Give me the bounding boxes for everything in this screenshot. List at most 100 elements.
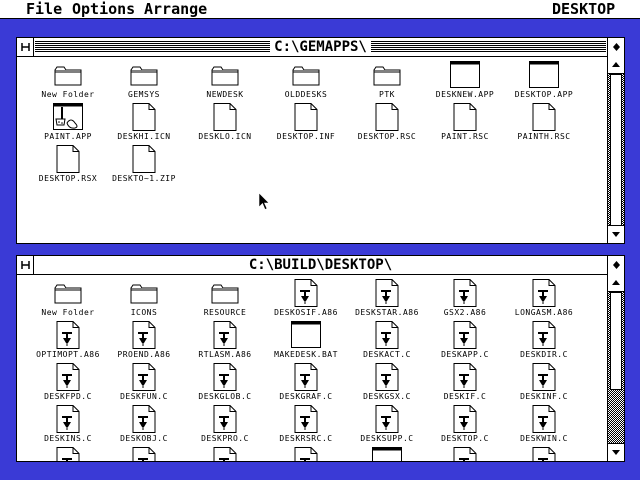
desktop-icon[interactable] (182, 447, 268, 461)
desktop-icon[interactable] (344, 447, 430, 461)
desktop-icon[interactable]: DESKWIN.C (501, 405, 587, 449)
desktop-icon[interactable]: DESKFPD.C (25, 363, 111, 407)
icon-label: DESKTOP.INF (276, 132, 336, 141)
desktop-icon[interactable]: DESKTOP.RSX (25, 145, 111, 189)
icon-label: DESKTOP.RSX (38, 174, 98, 183)
icon-label: DESKINS.C (44, 434, 92, 443)
icon-label: New Folder (41, 90, 95, 99)
desktop-icon[interactable] (501, 447, 587, 461)
desktop-icon[interactable]: DESKINS.C (25, 405, 111, 449)
icon-label: DESKINF.C (520, 392, 568, 401)
icon-label: RESOURCE (203, 308, 247, 317)
desktop-icon[interactable]: PROEND.A86 (101, 321, 187, 365)
desktop-icon[interactable]: GEMSYS (101, 61, 187, 105)
scroll-up-arrow-icon[interactable] (608, 56, 624, 74)
icon-label: PTK (379, 90, 395, 99)
icon-label: DESKHI.ICN (117, 132, 171, 141)
desktop-icon[interactable]: DESKSUPP.C (344, 405, 430, 449)
icon-label: DESKWIN.C (520, 434, 568, 443)
desktop-icon[interactable]: DESKPRO.C (182, 405, 268, 449)
desktop-icon[interactable] (263, 447, 349, 461)
vertical-scrollbar[interactable] (607, 274, 624, 461)
desktop-icon[interactable]: OPTIMOPT.A86 (25, 321, 111, 365)
window-title-bar[interactable]: C:\GEMAPPS\ (17, 38, 624, 57)
desktop-title[interactable]: DESKTOP (552, 0, 616, 18)
desktop-icon[interactable]: LONGASM.A86 (501, 279, 587, 323)
icon-label: PAINTH.RSC (517, 132, 571, 141)
scroll-track[interactable] (608, 74, 624, 226)
desktop-icon[interactable]: DESKOBJ.C (101, 405, 187, 449)
icon-label: PAINT.APP (44, 132, 92, 141)
menu-file[interactable]: File (26, 0, 63, 18)
desktop-icon[interactable]: NEWDESK (182, 61, 268, 105)
desktop-icon[interactable]: DESKLO.ICN (182, 103, 268, 147)
desktop-icon[interactable]: DESKTOP.INF (263, 103, 349, 147)
desktop-icon[interactable]: PAINTH.RSC (501, 103, 587, 147)
scroll-down-arrow-icon[interactable] (608, 443, 624, 461)
desktop-icon[interactable]: DESKDIR.C (501, 321, 587, 365)
desktop-icon[interactable]: DESKNEW.APP (422, 61, 508, 105)
scroll-down-arrow-icon[interactable] (608, 225, 624, 243)
desktop-icon[interactable]: DESKHI.ICN (101, 103, 187, 147)
icon-label: DESKACT.C (363, 350, 411, 359)
desktop-icon[interactable] (422, 447, 508, 461)
desktop-icon[interactable]: MAKEDESK.BAT (263, 321, 349, 365)
desktop-icon[interactable]: DESKGSX.C (344, 363, 430, 407)
desktop-icon[interactable]: PAINT.APP (25, 103, 111, 147)
desktop-icon[interactable]: OLDDESKS (263, 61, 349, 105)
desktop-icon[interactable]: DESKACT.C (344, 321, 430, 365)
icon-label: DESKLO.ICN (198, 132, 252, 141)
icon-label: RTLASM.A86 (198, 350, 252, 359)
desktop-icon[interactable]: DESKINF.C (501, 363, 587, 407)
menu-bar: File Options Arrange DESKTOP (0, 0, 640, 19)
icon-label: PAINT.RSC (441, 132, 489, 141)
icon-label: DESKFPD.C (44, 392, 92, 401)
window-title: C:\BUILD\DESKTOP\ (248, 257, 393, 273)
window-gemapps[interactable]: C:\GEMAPPS\ New Folder GEMSYS NEWDESK OLDDE… (16, 37, 625, 244)
icon-label: PROEND.A86 (117, 350, 171, 359)
desktop-icon[interactable]: RESOURCE (182, 279, 268, 323)
desktop-icon[interactable]: New Folder (25, 61, 111, 105)
window-title-bar[interactable]: C:\BUILD\DESKTOP\ (17, 256, 624, 275)
icon-label: DESKSUPP.C (360, 434, 414, 443)
scroll-up-arrow-icon[interactable] (608, 274, 624, 292)
scroll-thumb[interactable] (610, 74, 622, 226)
icon-label: DESKNEW.APP (435, 90, 495, 99)
full-box-icon[interactable] (607, 256, 624, 274)
desktop-icon[interactable]: GSX2.A86 (422, 279, 508, 323)
desktop-icon[interactable]: DESKOSIF.A86 (263, 279, 349, 323)
desktop-icon[interactable]: DESKTO~1.ZIP (101, 145, 187, 189)
desktop-icon[interactable]: New Folder (25, 279, 111, 323)
close-box-icon[interactable] (17, 256, 34, 274)
desktop-icon[interactable]: DESKRSRC.C (263, 405, 349, 449)
icon-label: DESKOSIF.A86 (274, 308, 338, 317)
desktop-icon[interactable]: ICONS (101, 279, 187, 323)
desktop-icon[interactable]: PAINT.RSC (422, 103, 508, 147)
desktop-icon[interactable] (101, 447, 187, 461)
icon-label: GEMSYS (128, 90, 160, 99)
scroll-track[interactable] (608, 292, 624, 443)
desktop-icon[interactable]: RTLASM.A86 (182, 321, 268, 365)
desktop-icon[interactable]: PTK (344, 61, 430, 105)
full-box-icon[interactable] (607, 38, 624, 56)
desktop-icon[interactable]: DESKAPP.C (422, 321, 508, 365)
desktop-icon[interactable]: DESKTOP.C (422, 405, 508, 449)
close-box-icon[interactable] (17, 38, 34, 56)
desktop-icon[interactable]: DESKGLOB.C (182, 363, 268, 407)
desktop-icon[interactable] (25, 447, 111, 461)
desktop-icon[interactable]: DESKTOP.RSC (344, 103, 430, 147)
menu-arrange[interactable]: Arrange (144, 0, 208, 18)
desktop-icon[interactable]: DESKFUN.C (101, 363, 187, 407)
desktop-icon[interactable]: DESKIF.C (422, 363, 508, 407)
vertical-scrollbar[interactable] (607, 56, 624, 243)
icon-label: OLDDESKS (284, 90, 328, 99)
desktop-icon[interactable]: DESKGRAF.C (263, 363, 349, 407)
desktop-icon[interactable]: DESKTOP.APP (501, 61, 587, 105)
icon-label: DESKPRO.C (201, 434, 249, 443)
icon-label: DESKTOP.APP (514, 90, 574, 99)
scroll-thumb[interactable] (610, 292, 622, 390)
menu-options[interactable]: Options (72, 0, 136, 18)
desktop-icon[interactable]: DESKSTAR.A86 (344, 279, 430, 323)
window-content: New Folder GEMSYS NEWDESK OLDDESKS PTK DESKNE… (17, 57, 607, 243)
